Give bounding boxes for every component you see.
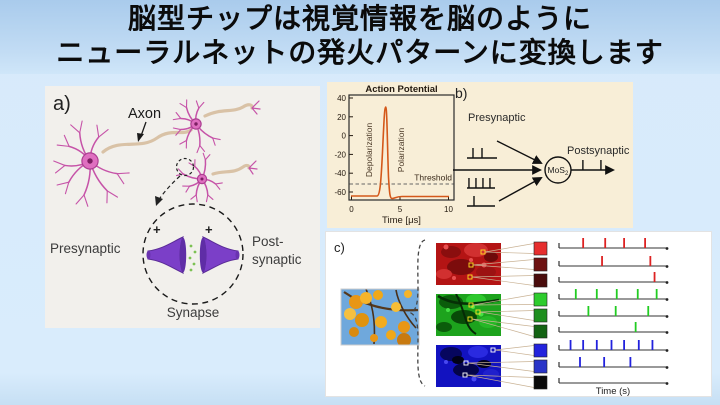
plus-mark-left: + bbox=[153, 222, 161, 237]
chart-title: Action Potential bbox=[365, 84, 437, 95]
intensity-swatch bbox=[533, 359, 548, 374]
presynaptic-label: Presynaptic bbox=[50, 241, 121, 256]
postsynaptic-label-line1: Post- bbox=[252, 234, 284, 249]
source-photo bbox=[341, 289, 419, 345]
zoom-dashed-connector bbox=[159, 175, 181, 199]
panel-b-label: b) bbox=[455, 85, 467, 101]
mos2-node-label: MoS2 bbox=[548, 165, 569, 177]
intensity-swatch bbox=[533, 292, 548, 307]
encoding-diagram-svg: c) bbox=[334, 238, 669, 396]
zoom-arrowhead bbox=[155, 196, 163, 206]
intensity-swatch bbox=[533, 343, 548, 358]
title-band bbox=[0, 0, 720, 74]
neuron-graphic bbox=[172, 99, 221, 154]
pixel-marker bbox=[480, 249, 486, 255]
time-axis-label: Time (s) bbox=[596, 386, 630, 396]
rgb-split-brace bbox=[409, 239, 426, 387]
pixel-marker bbox=[467, 316, 473, 322]
y-tick-label: -40 bbox=[334, 169, 346, 178]
depolarization-label: Depolarization bbox=[364, 123, 374, 178]
pixel-marker bbox=[467, 274, 473, 280]
intensity-swatch bbox=[533, 375, 548, 390]
input-arrow-bottom bbox=[498, 177, 543, 202]
x-tick-label: 0 bbox=[349, 205, 354, 214]
y-tick-label: 0 bbox=[342, 132, 347, 141]
neuron-diagram-svg: a) Axon + + bbox=[50, 93, 302, 320]
neuron-graphic bbox=[53, 120, 130, 207]
x-tick-label: 10 bbox=[444, 205, 453, 214]
panel-c-label: c) bbox=[334, 240, 345, 255]
pixel-marker bbox=[463, 360, 469, 366]
presynaptic-label: Presynaptic bbox=[468, 112, 526, 124]
input-arrow-top bbox=[496, 140, 543, 164]
green-channel-image bbox=[436, 294, 501, 336]
panel-a-label: a) bbox=[53, 93, 71, 115]
synapse-label: Synapse bbox=[167, 305, 220, 320]
plus-mark-right: + bbox=[205, 222, 213, 237]
threshold-label: Threshold bbox=[414, 173, 452, 183]
axon-fibers bbox=[101, 103, 254, 176]
slide-title-line1: 脳型チップは視覚情報を脳のように bbox=[127, 3, 592, 34]
pixel-marker bbox=[462, 372, 468, 378]
synapse-terminals bbox=[146, 236, 240, 274]
pixel-to-swatch-connectors bbox=[466, 243, 535, 388]
pixel-marker bbox=[468, 262, 474, 268]
sampled-pixel-markers bbox=[462, 249, 496, 378]
slide-title-line2: ニューラルネットの発火パターンに変換します bbox=[56, 37, 664, 68]
intensity-swatch bbox=[533, 324, 548, 339]
neurotransmitter-dots bbox=[188, 244, 197, 272]
intensity-swatch bbox=[533, 308, 548, 323]
red-channel-image bbox=[436, 243, 501, 285]
x-axis-label: Time [μs] bbox=[382, 215, 421, 226]
y-tick-label: -60 bbox=[334, 188, 346, 197]
pixel-marker bbox=[475, 309, 481, 315]
postsynaptic-label-line2: synaptic bbox=[252, 252, 302, 267]
intensity-swatch bbox=[533, 273, 548, 288]
panel-c-encoding-diagram: c) bbox=[325, 231, 712, 397]
intensity-swatch bbox=[533, 257, 548, 272]
x-tick-label: 5 bbox=[398, 205, 403, 214]
y-tick-label: -20 bbox=[334, 150, 346, 159]
synapse-zoom-source-circle bbox=[175, 157, 195, 177]
panel-b-network-diagram: b) Presynaptic Postsynaptic MoS2 bbox=[453, 85, 630, 207]
neuron-graphic bbox=[175, 152, 223, 203]
spike-train-rows bbox=[558, 238, 669, 385]
action-potential-curve bbox=[351, 106, 449, 200]
slide-title: 脳型チップは視覚情報を脳のように ニューラルネットの発火パターンに変換します bbox=[0, 2, 720, 70]
pixel-marker bbox=[468, 302, 474, 308]
photo-border bbox=[340, 288, 420, 346]
polarization-label: Polarization bbox=[396, 128, 406, 173]
panel-a-neuron-diagram: a) Axon + + bbox=[45, 86, 320, 328]
axon-terminal-forks bbox=[248, 100, 261, 175]
intensity-swatch bbox=[533, 241, 548, 256]
y-tick-label: 20 bbox=[337, 113, 346, 122]
axon-arrowhead bbox=[137, 133, 144, 142]
axon-label: Axon bbox=[128, 106, 161, 122]
synapse-zoom-circle bbox=[142, 203, 244, 305]
pixel-marker bbox=[490, 347, 496, 353]
postsynaptic-label: Postsynaptic bbox=[567, 145, 630, 157]
axon-arrow bbox=[140, 121, 147, 137]
intensity-swatches bbox=[533, 241, 548, 390]
y-tick-label: 40 bbox=[337, 94, 346, 103]
chart-frame bbox=[348, 94, 455, 201]
